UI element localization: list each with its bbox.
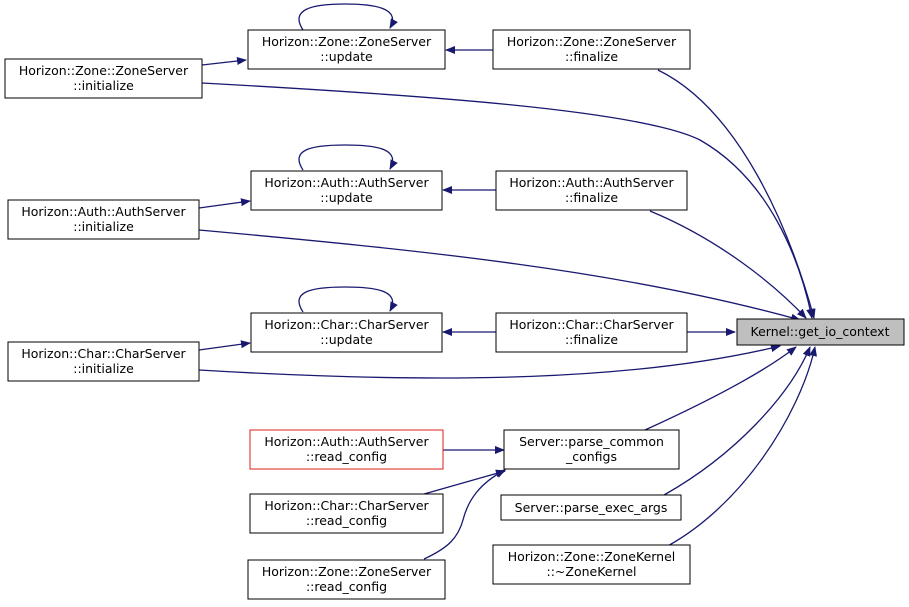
node-label-line-2: ::initialize [73,361,134,376]
edge-zonekernel-dtor-to-kernel [659,346,817,551]
edge-auth-initialize-to-kernel [198,229,801,322]
node-label-line-1: Horizon::Zone::ZoneServer [262,34,432,49]
node-label-line-1: Horizon::Auth::AuthServer [509,175,674,190]
edge-auth-initialize-to-auth-update [198,198,251,209]
node-zone-initialize[interactable]: Horizon::Zone::ZoneServer ::initialize [4,58,203,99]
node-label-line-1: Horizon::Auth::AuthServer [264,434,429,449]
edge-char-initialize-to-kernel [198,344,781,379]
node-label-line-2: ::read_config [306,449,387,464]
node-label: Kernel::get_io_context [751,324,890,339]
node-zone-update[interactable]: Horizon::Zone::ZoneServer ::update [247,29,446,70]
node-label-line-2: ::update [320,190,373,205]
edge-auth-update-self-loop [298,144,398,171]
node-auth-read-config[interactable]: Horizon::Auth::AuthServer ::read_config [249,429,444,470]
edge-auth-finalize-to-kernel [649,210,807,319]
edge-char-initialize-to-char-update [198,340,251,351]
edges [198,3,817,560]
node-label-line-2: ::update [320,332,373,347]
node-auth-update[interactable]: Horizon::Auth::AuthServer ::update [250,170,443,211]
edge-parse-exec-args-to-kernel [663,346,811,496]
edge-zone-initialize-to-zone-update [201,57,247,66]
node-label-line-1: Horizon::Zone::ZoneKernel [508,549,676,564]
node-label-line-1: Horizon::Char::CharServer [264,317,429,332]
nodes: Kernel::get_io_context Horizon::Zone::Zo… [4,29,905,600]
node-label-line-2: ::read_config [306,513,387,528]
node-char-read-config[interactable]: Horizon::Char::CharServer ::read_config [249,493,444,534]
node-label-line-1: Horizon::Zone::ZoneServer [262,564,432,579]
node-label-line-1: Horizon::Char::CharServer [21,346,186,361]
edge-parse-common-to-kernel [644,346,797,431]
edge-zone-initialize-to-kernel [201,82,815,319]
edge-zone-read-config-to-parse-common [423,469,506,560]
node-label-line-1: Horizon::Zone::ZoneServer [19,63,189,78]
node-label-line-1: Horizon::Zone::ZoneServer [507,34,677,49]
node-char-update[interactable]: Horizon::Char::CharServer ::update [250,312,443,353]
node-label-line-2: ::update [320,49,373,64]
node-label-line-1: Server::parse_common [519,434,664,449]
node-kernel-get-io-context[interactable]: Kernel::get_io_context [736,318,905,346]
node-label-line-2: ::~ZoneKernel [547,564,637,579]
node-char-initialize[interactable]: Horizon::Char::CharServer ::initialize [7,341,200,382]
node-parse-exec-args[interactable]: Server::parse_exec_args [500,494,682,521]
edge-char-read-config-to-parse-common [423,469,506,495]
node-label-line-1: Horizon::Auth::AuthServer [264,175,429,190]
node-label-line-2: ::finalize [565,332,618,347]
edge-zone-update-self-loop [298,3,398,31]
node-char-finalize[interactable]: Horizon::Char::CharServer ::finalize [495,312,688,353]
node-zone-finalize[interactable]: Horizon::Zone::ZoneServer ::finalize [492,29,691,70]
node-zonekernel-destructor[interactable]: Horizon::Zone::ZoneKernel ::~ZoneKernel [492,544,691,585]
node-label-line-2: ::finalize [565,49,618,64]
edge-char-update-self-loop [298,286,398,313]
node-zone-read-config[interactable]: Horizon::Zone::ZoneServer ::read_config [247,559,446,600]
node-label-line-1: Horizon::Char::CharServer [264,498,429,513]
node-label-line-2: ::initialize [73,78,134,93]
node-label-line-1: Horizon::Char::CharServer [509,317,674,332]
node-auth-initialize[interactable]: Horizon::Auth::AuthServer ::initialize [7,199,200,240]
node-label: Server::parse_exec_args [515,500,668,515]
node-label-line-2: ::initialize [73,219,134,234]
node-label-line-2: ::read_config [306,579,387,594]
node-label-line-2: _configs [565,449,617,464]
node-label-line-2: ::finalize [565,190,618,205]
node-parse-common-configs[interactable]: Server::parse_common _configs [503,429,680,470]
node-label-line-1: Horizon::Auth::AuthServer [21,204,186,219]
node-auth-finalize[interactable]: Horizon::Auth::AuthServer ::finalize [495,170,688,211]
